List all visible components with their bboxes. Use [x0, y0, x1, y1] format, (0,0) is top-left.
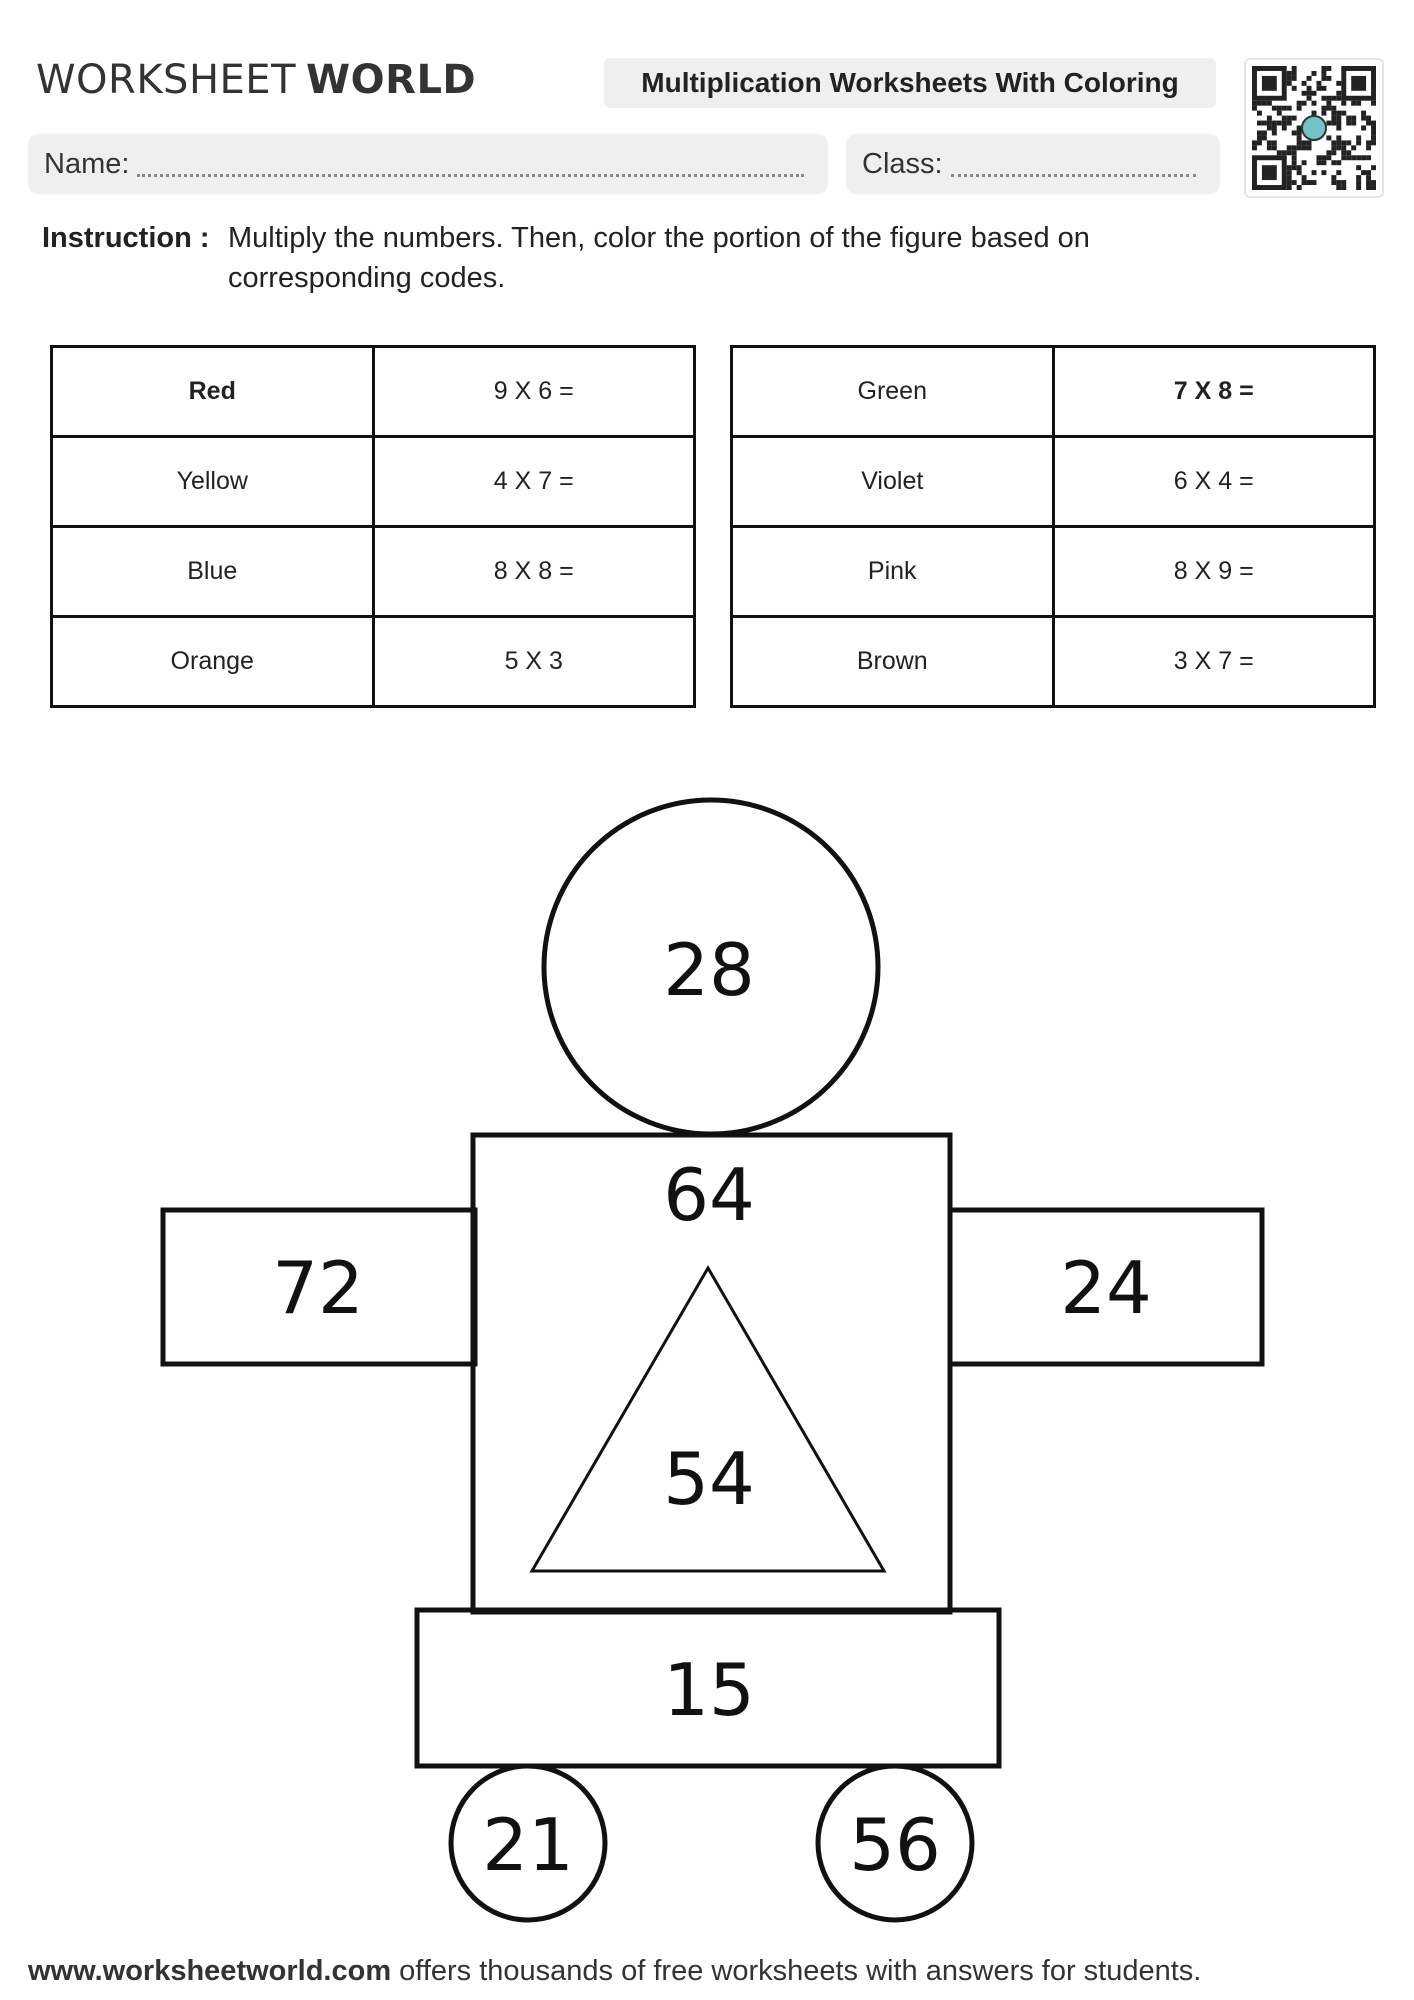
problem-cell: 7 X 8 =: [1051, 345, 1376, 438]
footer-link[interactable]: www.worksheetworld.com: [28, 1955, 392, 1987]
figure-head[interactable]: [541, 797, 881, 1137]
problem-cell: 3 X 7 =: [1051, 615, 1376, 708]
table-row: Red 9 X 6 =: [50, 345, 696, 438]
figure-right-arm[interactable]: [947, 1207, 1265, 1367]
name-label: Name:: [44, 147, 130, 180]
instruction: Instruction : Multiply the numbers. Then…: [42, 218, 1242, 298]
table-row: Violet 6 X 4 =: [730, 435, 1376, 528]
figure-right-wheel[interactable]: [815, 1763, 975, 1923]
problem-cell: 6 X 4 =: [1051, 435, 1376, 528]
left-wheel-number: 21: [482, 1803, 574, 1887]
figure-left-arm[interactable]: [160, 1207, 478, 1367]
body-number: 64: [663, 1153, 755, 1237]
problem-cell: 4 X 7 =: [371, 435, 696, 528]
problem-cell: 9 X 6 =: [371, 345, 696, 438]
color-cell: Violet: [730, 435, 1055, 528]
head-number: 28: [663, 928, 755, 1012]
color-code-table-left: Red 9 X 6 = Yellow 4 X 7 = Blue 8 X 8 = …: [50, 345, 696, 708]
class-label: Class:: [862, 147, 943, 180]
color-cell: Brown: [730, 615, 1055, 708]
table-row: Green 7 X 8 =: [730, 345, 1376, 438]
name-field[interactable]: Name:: [28, 134, 828, 194]
right-arm-number: 24: [1060, 1246, 1152, 1330]
figure-triangle[interactable]: [529, 1265, 887, 1573]
instruction-text: Multiply the numbers. Then, color the po…: [228, 222, 1090, 294]
figure-body[interactable]: [470, 1132, 953, 1615]
table-row: Brown 3 X 7 =: [730, 615, 1376, 708]
qr-code-icon: [1252, 66, 1376, 190]
color-cell: Yellow: [50, 435, 375, 528]
problem-cell: 5 X 3: [371, 615, 696, 708]
figure-left-wheel[interactable]: [448, 1763, 608, 1923]
class-field[interactable]: Class:: [846, 134, 1220, 194]
color-code-table-right: Green 7 X 8 = Violet 6 X 4 = Pink 8 X 9 …: [730, 345, 1376, 708]
right-wheel-number: 56: [849, 1803, 941, 1887]
table-row: Pink 8 X 9 =: [730, 525, 1376, 618]
base-number: 15: [663, 1648, 755, 1732]
footer-text: offers thousands of free worksheets with…: [391, 1955, 1202, 1987]
color-cell: Green: [730, 345, 1055, 438]
name-dotted-line: [137, 173, 804, 177]
color-cell: Orange: [50, 615, 375, 708]
brand-name-light: WORKSHEET: [36, 57, 297, 103]
problem-cell: 8 X 9 =: [1051, 525, 1376, 618]
figure-base[interactable]: [414, 1607, 1002, 1769]
table-row: Yellow 4 X 7 =: [50, 435, 696, 528]
problem-cell: 8 X 8 =: [371, 525, 696, 618]
brand-name-bold: WORLD: [306, 57, 477, 103]
table-row: Blue 8 X 8 =: [50, 525, 696, 618]
color-cell: Red: [50, 345, 375, 438]
left-arm-number: 72: [272, 1246, 364, 1330]
class-dotted-line: [950, 173, 1196, 177]
triangle-number: 54: [663, 1437, 755, 1521]
instruction-label: Instruction :: [42, 222, 210, 254]
color-cell: Blue: [50, 525, 375, 618]
qr-code: [1244, 58, 1384, 198]
color-cell: Pink: [730, 525, 1055, 618]
worksheet-title: Multiplication Worksheets With Coloring: [604, 58, 1216, 108]
footer: www.worksheetworld.com offers thousands …: [28, 1955, 1408, 1988]
table-row: Orange 5 X 3: [50, 615, 696, 708]
